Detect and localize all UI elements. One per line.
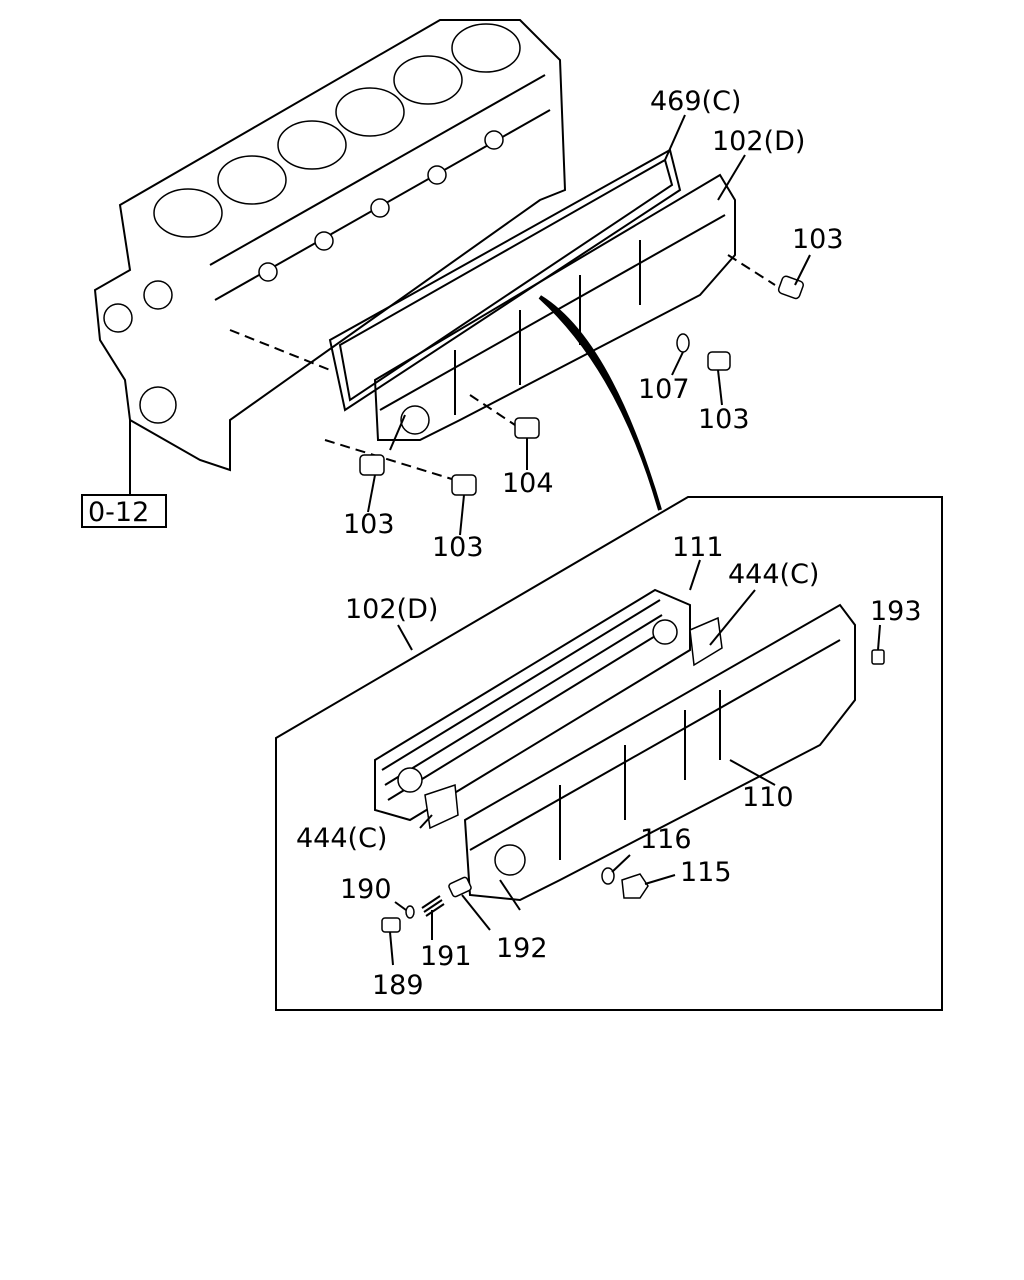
callout-115: 115 bbox=[680, 857, 732, 888]
callout-190: 190 bbox=[340, 874, 392, 905]
callout-444-bottom: 444(C) bbox=[296, 823, 387, 854]
callout-189: 189 bbox=[372, 970, 424, 1001]
bolt-103-c bbox=[359, 454, 385, 476]
bolt-103-a bbox=[777, 275, 804, 300]
callout-103-c: 103 bbox=[343, 509, 395, 540]
bolt-104 bbox=[514, 417, 540, 439]
callout-110: 110 bbox=[742, 782, 794, 813]
engine-block-drawing bbox=[93, 19, 567, 472]
reference-box bbox=[81, 494, 167, 528]
detail-box bbox=[275, 496, 943, 1011]
callout-111: 111 bbox=[672, 532, 724, 563]
bolt-103-b bbox=[707, 351, 731, 371]
bolt-103-d bbox=[451, 474, 477, 496]
callout-116: 116 bbox=[640, 824, 692, 855]
leader-lines bbox=[129, 114, 881, 966]
spring-191 bbox=[421, 895, 445, 917]
gasket-444-top bbox=[689, 616, 723, 667]
callout-191: 191 bbox=[420, 941, 472, 972]
o-ring-116 bbox=[601, 867, 615, 885]
cooler-housing-drawing bbox=[463, 603, 856, 911]
o-ring-107 bbox=[676, 333, 690, 353]
callout-469: 469(C) bbox=[650, 86, 741, 117]
bolt-189 bbox=[381, 917, 401, 933]
callout-104: 104 bbox=[502, 468, 554, 499]
callout-107: 107 bbox=[638, 374, 690, 405]
oil-cooler-drawing bbox=[324, 173, 776, 481]
callout-192: 192 bbox=[496, 933, 548, 964]
callout-102-detail: 102(D) bbox=[345, 594, 438, 625]
callout-444-top: 444(C) bbox=[728, 559, 819, 590]
nut-115 bbox=[621, 873, 649, 899]
cooler-element-drawing bbox=[374, 588, 691, 822]
callout-103-a: 103 bbox=[792, 224, 844, 255]
callout-103-b: 103 bbox=[698, 404, 750, 435]
gasket-444-bottom bbox=[424, 783, 459, 830]
washer-190 bbox=[405, 905, 415, 919]
reference-label: 0-12 bbox=[88, 497, 149, 528]
gasket-drawing bbox=[328, 148, 682, 412]
plug-193 bbox=[871, 649, 885, 665]
detail-arrow bbox=[538, 295, 662, 511]
valve-192 bbox=[448, 876, 472, 898]
callout-103-d: 103 bbox=[432, 532, 484, 563]
callout-102-top: 102(D) bbox=[712, 126, 805, 157]
callout-193: 193 bbox=[870, 596, 922, 627]
